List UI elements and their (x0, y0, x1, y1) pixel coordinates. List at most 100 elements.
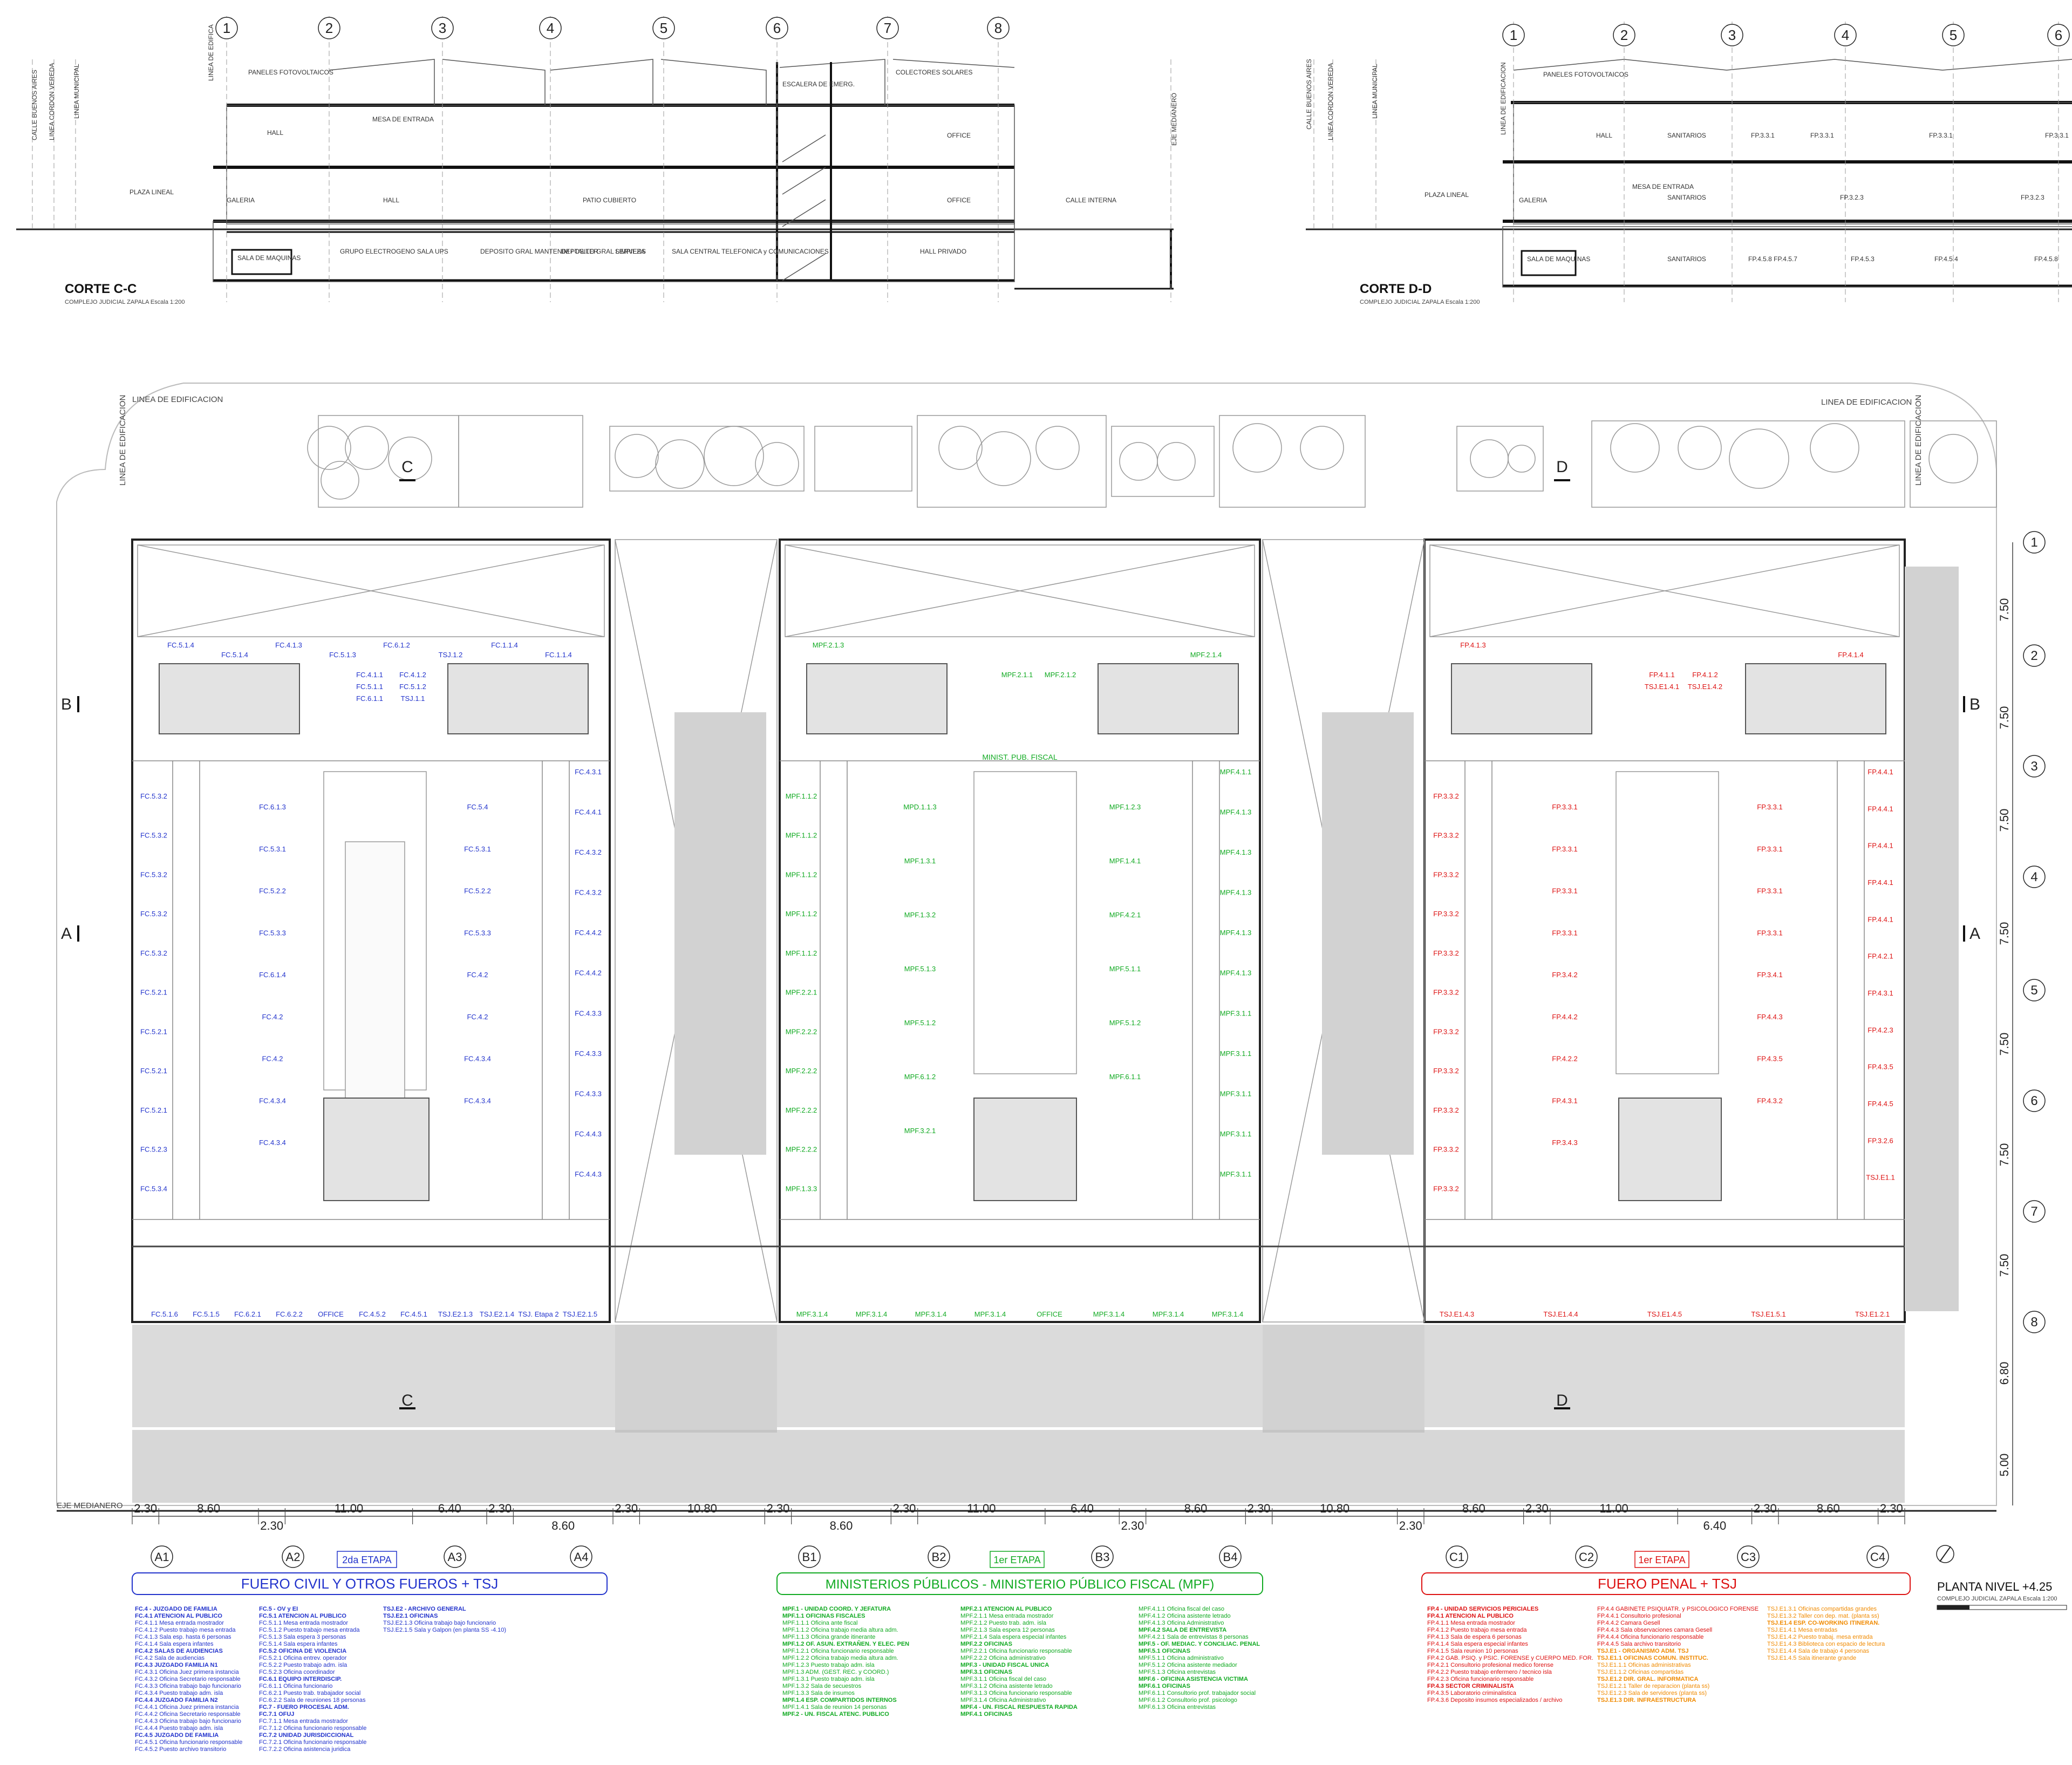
legend-item: FC.6.2.2 Sala de reuniones 18 personas (259, 1697, 366, 1703)
room-label: FC.4.5.2 (359, 1310, 386, 1318)
plan-top-edge-label-right: LINEA DE EDIFICACION (1821, 398, 1912, 407)
room-label: FP.3.3.2 (1433, 910, 1458, 918)
room-label: FP.3.4.3 (1552, 1139, 1577, 1147)
room-label: FP.3.3.1 (1757, 803, 1782, 811)
legend-item: MPF.6.1.1 Consultorio prof. trabajador s… (1139, 1690, 1256, 1696)
room-label: FP.3.3.1 (1552, 803, 1577, 811)
room-label: OFFICE (1037, 1310, 1062, 1318)
room-label: FP.4.4.1 (1867, 768, 1893, 776)
row-dim-2: 7.50 (1998, 706, 2011, 730)
room-label: FP.3.4.1 (1757, 971, 1782, 979)
cc-axis-3: 3 (439, 20, 446, 36)
legend-item: TSJ.E1.3.2 Taller con dep. mat. (planta … (1767, 1613, 1879, 1619)
cc-roof-1: PANELES FOTOVOLTAICOS (248, 69, 333, 76)
legend-item: TSJ.E1.4.3 Biblioteca con espacio de lec… (1767, 1641, 1885, 1647)
room-label: OFFICE (318, 1310, 344, 1318)
legend-item: FP.4.3.5 Laboratorio criminalistica (1427, 1690, 1517, 1696)
col-axis-circles (151, 1545, 1889, 1568)
room-label: FP.4.3.2 (1757, 1096, 1782, 1105)
room-label: FP.4.1.4 (1838, 651, 1863, 659)
room-label: TSJ.E1.4.5 (1647, 1310, 1682, 1318)
legend-item: FC.4.3 JUZGADO FAMILIA N1 (135, 1662, 218, 1668)
dd-axis-6: 6 (2055, 27, 2062, 43)
col-axis-b2: B2 (932, 1550, 946, 1564)
legend-item: FC.5.1 ATENCION AL PUBLICO (259, 1613, 346, 1619)
room-label: TSJ.E2.1.4 (480, 1310, 514, 1318)
col-axis-c4: C4 (1870, 1550, 1885, 1564)
legend-item: MPF.3 - UNIDAD FISCAL UNICA (960, 1662, 1049, 1668)
room-label: FP.4.2.1 (1867, 952, 1893, 960)
legend-item: TSJ.E2.1 OFICINAS (383, 1613, 438, 1619)
col-axis-b4: B4 (1223, 1550, 1238, 1564)
block-civil-title: FUERO CIVIL Y OTROS FUEROS + TSJ (241, 1576, 499, 1592)
room-label: TSJ.1.2 (439, 651, 463, 659)
room-label: FP.3.3.1 (1757, 929, 1782, 937)
room-label: FC.5.1.4 (221, 651, 248, 659)
room-label: MPF.1.1.2 (786, 832, 817, 840)
room-label: FC.4.4.1 (575, 808, 602, 816)
legend-item: FP.4.4.5 Sala archivo transitorio (1597, 1641, 1681, 1647)
col-dim-20: 2.30 (1525, 1502, 1549, 1515)
room-label: FC.5.2.3 (140, 1146, 167, 1154)
legend-item: FC.4.5.2 Puesto archivo transitorio (135, 1746, 226, 1753)
col-dim-2: 2.30 (260, 1519, 283, 1532)
legend-item: FC.5.1.4 Sala espera infantes (259, 1641, 338, 1647)
room-label: FP.4.4.1 (1867, 878, 1893, 887)
room-label: FP.4.3.1 (1552, 1096, 1577, 1105)
dd-room-2: SANITARIOS (1667, 132, 1706, 139)
room-label: FP.3.3.2 (1433, 949, 1458, 957)
col-dim-22: 6.40 (1703, 1519, 1726, 1532)
col-axis-a4: A4 (574, 1550, 589, 1564)
room-label: FC.5.2.1 (140, 1027, 167, 1035)
room-label: TSJ. Etapa 2 (518, 1310, 558, 1318)
room-label: FC.4.3.4 (259, 1139, 286, 1147)
room-label: MPF.3.2.1 (904, 1127, 936, 1135)
cc-base-6: SALA CENTRAL TELEFONICA y COMUNICACIONES (672, 248, 829, 255)
room-label: TSJ.E1.4.4 (1543, 1310, 1578, 1318)
cc-axis-4: 4 (547, 20, 554, 36)
dd-roof-1: PANELES FOTOVOLTAICOS (1543, 71, 1628, 78)
col-dim-6: 8.60 (551, 1519, 575, 1532)
legend-item: FP.4.4.4 Oficina funcionario responsable (1597, 1634, 1703, 1640)
section-mark-b-right: B (1969, 696, 1980, 713)
cc-axis-2: 2 (325, 20, 333, 36)
room-label: FP.4.4.3 (1757, 1013, 1782, 1021)
legend-item: MPF.2.2.1 Oficina funcionario responsabl… (960, 1648, 1072, 1654)
legend-item: FP.4.2.3 Oficina funcionario responsable (1427, 1676, 1533, 1682)
dd-room-9: SANITARIOS (1667, 194, 1706, 201)
room-label: MPF.4.1.3 (1220, 929, 1252, 937)
room-label: MPD.1.1.3 (903, 803, 936, 811)
room-label: FC.5.1.2 (399, 683, 426, 691)
room-label: FP.4.4.1 (1867, 915, 1893, 923)
legend-item: FP.4.2.1 Consultorio profesional medico … (1427, 1662, 1553, 1668)
room-label: FC.5.2.2 (464, 887, 491, 895)
room-label: FC.4.3.3 (575, 1089, 602, 1098)
legend-item: FC.7 - FUERO PROCESAL ADM. (259, 1704, 349, 1711)
block-mpf-title: MINISTERIOS PÚBLICOS - MINISTERIO PÚBLIC… (826, 1577, 1215, 1592)
legend-item: FC.5.2.2 Puesto trabajo adm. isla (259, 1662, 347, 1668)
room-label: MPF.2.2.2 (786, 1146, 817, 1154)
room-label: FC.6.2.1 (234, 1310, 261, 1318)
room-label: MPF.1.4.1 (1109, 857, 1141, 865)
room-label: FP.3.3.1 (1757, 845, 1782, 853)
legend-item: TSJ.E1.2.3 Sala de servidores (planta ss… (1597, 1690, 1707, 1696)
room-label: MPF.3.1.4 (1212, 1310, 1244, 1318)
dd-room-4: FP.3.3.1 (1810, 132, 1834, 139)
col-axis-b1: B1 (802, 1550, 817, 1564)
row-dim-7: 7.50 (1998, 1254, 2011, 1277)
room-label: FC.5.3.4 (140, 1184, 167, 1192)
room-label: MPF.1.1.2 (786, 792, 817, 800)
cc-room-4: HALL (383, 196, 399, 204)
legend-item: MPF.2.1.1 Mesa entrada mostrador (960, 1613, 1054, 1619)
legend-item: FC.4.4.2 Oficina Secretario responsable (135, 1711, 241, 1718)
legend-item: MPF.2.1.4 Sala espera especial infantes (960, 1634, 1067, 1640)
room-label: FP.3.3.2 (1433, 792, 1458, 800)
room-label: FC.4.3.2 (575, 848, 602, 856)
legend-item: MPF.6.1.2 Consultorio prof. psicologo (1139, 1697, 1237, 1703)
cc-roof-2: COLECTORES SOLARES (896, 69, 973, 76)
cc-street-1: CALLE BUENOS AIRES (31, 70, 38, 140)
legend-item: MPF.5.1 OFICINAS (1139, 1648, 1190, 1654)
legend-item: MPF.1.3.3 Sala de insumos (782, 1690, 855, 1696)
legend-item: FC.4.2 Sala de audiencias (135, 1655, 205, 1661)
room-label: FP.3.3.2 (1433, 832, 1458, 840)
